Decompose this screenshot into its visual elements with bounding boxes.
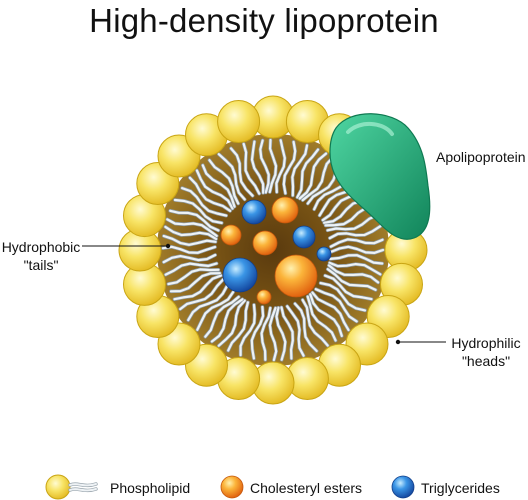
phospholipid-tail bbox=[179, 278, 225, 311]
phospholipid-tail bbox=[167, 268, 220, 286]
phospholipid-tail bbox=[169, 272, 221, 293]
apolipoprotein-shape bbox=[329, 113, 431, 240]
phospholipid-head bbox=[217, 100, 261, 143]
phospholipid-tail bbox=[169, 209, 220, 232]
phospholipid-tail bbox=[201, 164, 236, 208]
phospholipid-tail bbox=[298, 152, 328, 200]
phospholipid-tail bbox=[162, 253, 217, 264]
phospholipid-tail bbox=[164, 262, 218, 276]
phospholipid-tail bbox=[173, 274, 222, 301]
hydrophobic-leader-dot bbox=[165, 243, 171, 249]
phospholipid-tail bbox=[188, 176, 232, 212]
phospholipid-tail bbox=[229, 147, 254, 197]
phospholipid-tails bbox=[161, 138, 385, 362]
phospholipid-tail bbox=[181, 187, 228, 217]
phospholipid-tail bbox=[164, 225, 218, 240]
apolipoprotein-highlight bbox=[346, 122, 394, 136]
cholesteryl-ester-droplet bbox=[252, 230, 278, 256]
label-apolipoprotein: Apolipoprotein bbox=[436, 149, 526, 165]
legend-triglycerides-label: Triglycerides bbox=[421, 480, 500, 496]
phospholipid-tail bbox=[217, 153, 246, 201]
triglyceride-droplet bbox=[316, 246, 332, 262]
cholesteryl-ester-droplet bbox=[271, 196, 299, 224]
phospholipid-tail bbox=[329, 238, 384, 248]
triglyceride-droplet bbox=[292, 225, 316, 249]
phospholipid-tail bbox=[286, 305, 305, 357]
phospholipid-tail bbox=[314, 288, 358, 323]
phospholipid-tail bbox=[195, 169, 234, 210]
label-hydrophilic-heads: Hydrophilic "heads" bbox=[444, 334, 528, 370]
cholesteryl-ester-droplet bbox=[220, 224, 242, 246]
phospholipid-tail bbox=[291, 144, 309, 197]
phospholipid-tail bbox=[162, 234, 217, 246]
phospholipid-tail bbox=[187, 284, 229, 322]
phospholipid-tail bbox=[259, 139, 270, 194]
phospholipid-tail bbox=[319, 282, 367, 312]
phospholipid-tail bbox=[208, 159, 240, 205]
phospholipid-tail bbox=[161, 245, 217, 254]
label-hydrophobic-line1: Hydrophobic bbox=[1, 239, 81, 255]
phospholipid-tail bbox=[250, 140, 265, 194]
phospholipid-tail bbox=[204, 295, 240, 338]
label-hydrophobic-tails: Hydrophobic "tails" bbox=[0, 238, 82, 274]
phospholipid-tail bbox=[301, 156, 334, 202]
phospholipid-tail bbox=[293, 302, 318, 353]
phospholipid-tail bbox=[329, 254, 384, 265]
phospholipid-tail bbox=[327, 264, 380, 284]
phospholipid-tail bbox=[196, 291, 235, 331]
legend-cholesteryl-esters-label: Cholesteryl esters bbox=[250, 480, 363, 496]
phospholipid-tail bbox=[227, 301, 249, 352]
phospholipid-tail bbox=[268, 138, 278, 194]
phospholipid-tail bbox=[268, 306, 278, 362]
phospholipid-tail bbox=[282, 140, 297, 195]
phospholipid-tail bbox=[239, 303, 256, 357]
core-lipids bbox=[220, 196, 332, 305]
phospholipid-tail bbox=[306, 295, 337, 342]
phospholipid-tail bbox=[250, 305, 265, 360]
phospholipid-tail bbox=[311, 291, 350, 332]
triglyceride-icon bbox=[391, 475, 415, 499]
label-hydrophilic-line2: "heads" bbox=[461, 353, 511, 369]
cholesteryl-ester-icon bbox=[220, 475, 244, 499]
phospholipid-tail bbox=[280, 306, 294, 360]
phospholipid-tail bbox=[329, 245, 385, 254]
phospholipid-tail bbox=[328, 225, 382, 240]
hdl-particle bbox=[118, 95, 431, 405]
phospholipid-tail bbox=[301, 298, 329, 347]
phospholipid-icon bbox=[45, 474, 98, 500]
phospholipid-tail bbox=[326, 268, 377, 291]
phospholipid-tail bbox=[328, 261, 382, 276]
label-hydrophilic-line1: Hydrophilic bbox=[451, 335, 521, 351]
phospholipid-tail bbox=[309, 293, 343, 337]
phospholipid-tail bbox=[275, 139, 286, 194]
hydrophilic-leader-dot bbox=[395, 339, 401, 345]
phospholipid-tail bbox=[173, 198, 223, 224]
legend-phospholipid-label: Phospholipid bbox=[110, 480, 191, 496]
phospholipid-tail bbox=[217, 299, 246, 347]
phospholipid-tail bbox=[324, 274, 373, 301]
cholesteryl-ester-droplet bbox=[256, 289, 272, 305]
triglyceride-droplet bbox=[222, 257, 258, 293]
phospholipid-tail bbox=[296, 148, 320, 199]
cholesteryl-ester-droplet bbox=[274, 254, 318, 298]
triglyceride-droplet bbox=[241, 199, 267, 225]
phospholipid-tail bbox=[210, 298, 244, 343]
phospholipid-tail bbox=[326, 214, 379, 232]
phospholipid-tail bbox=[166, 218, 218, 237]
page-title: High-density lipoprotein bbox=[89, 2, 439, 39]
label-hydrophobic-line2: "tails" bbox=[23, 257, 59, 273]
phospholipid-tail bbox=[275, 306, 287, 361]
phospholipid-tail bbox=[260, 306, 272, 361]
phospholipid-tail bbox=[242, 142, 261, 195]
